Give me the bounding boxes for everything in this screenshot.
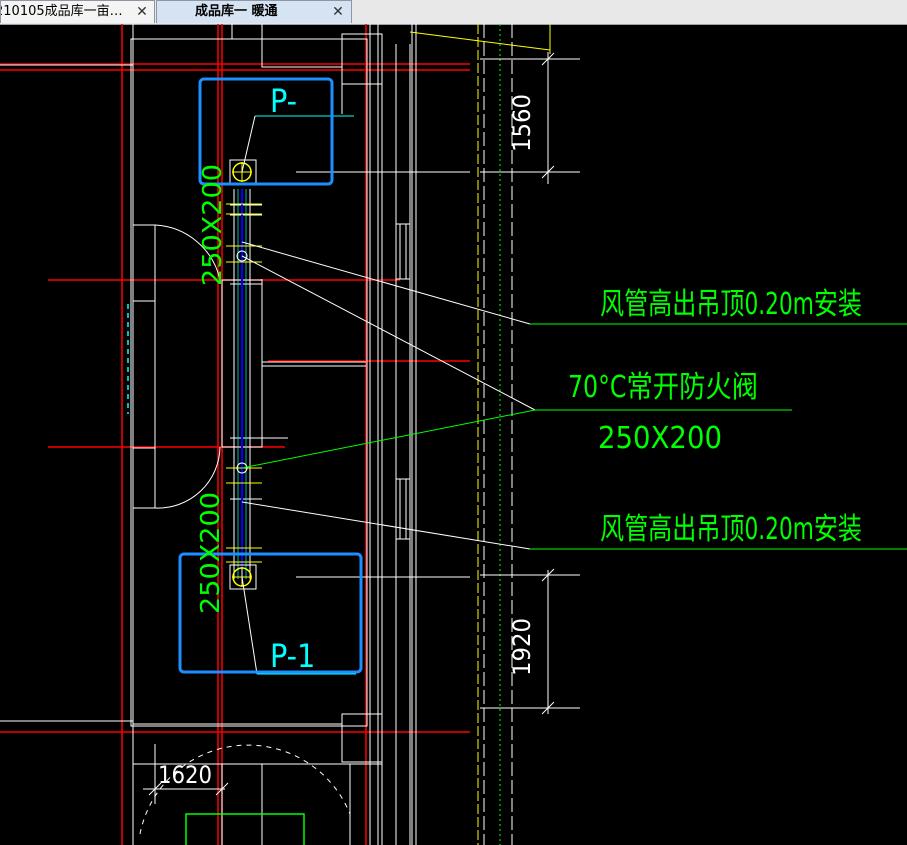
air-duct <box>226 189 262 579</box>
wall-ticks <box>230 204 288 549</box>
document-tab-bar: 210105成品库一亩… ✕ 成品库一 暖通 ✕ <box>0 0 907 25</box>
walls <box>0 24 417 845</box>
fire-damper-symbols <box>236 250 248 474</box>
tab-document-2-close-icon[interactable]: ✕ <box>332 4 344 20</box>
tab-document-2-active[interactable]: 成品库一 暖通 ✕ <box>156 0 352 23</box>
note-fire-damper: 70°C常开防火阀 <box>568 370 758 405</box>
box-lower-label: P-1 <box>270 637 315 675</box>
note-fire-damper-size: 250X200 <box>598 421 722 456</box>
duct-size-label-upper: 250X200 <box>198 164 228 286</box>
leader-lines <box>241 115 907 675</box>
tab-document-2-label: 成品库一 暖通 <box>195 4 278 19</box>
dimension-1560: 1560 <box>508 94 536 152</box>
dimension-lines <box>143 52 580 804</box>
equipment-outline <box>185 813 305 845</box>
tab-document-1[interactable]: 210105成品库一亩… ✕ <box>0 0 155 23</box>
tab-document-1-label: 210105成品库一亩… <box>0 4 123 19</box>
diffuser-upper <box>229 159 257 185</box>
dashed-arc <box>139 744 351 835</box>
dimension-1620: 1620 <box>158 761 212 789</box>
box-upper-label: P- <box>270 82 297 120</box>
duct-size-label-lower: 250X200 <box>196 492 226 614</box>
axis-lines <box>0 24 470 845</box>
cad-drawing-canvas[interactable]: P- P-1 250X200 250X200 1560 1920 1620 风管… <box>0 24 907 845</box>
tab-document-1-close-icon[interactable]: ✕ <box>136 4 148 20</box>
note-duct-above-ceiling-upper: 风管高出吊顶0.20m安装 <box>600 287 862 322</box>
dimension-1920: 1920 <box>508 618 536 676</box>
selection-box-upper[interactable]: P- <box>198 77 334 186</box>
note-duct-above-ceiling-lower: 风管高出吊顶0.20m安装 <box>600 512 862 547</box>
selection-box-lower[interactable]: P-1 <box>178 552 363 675</box>
